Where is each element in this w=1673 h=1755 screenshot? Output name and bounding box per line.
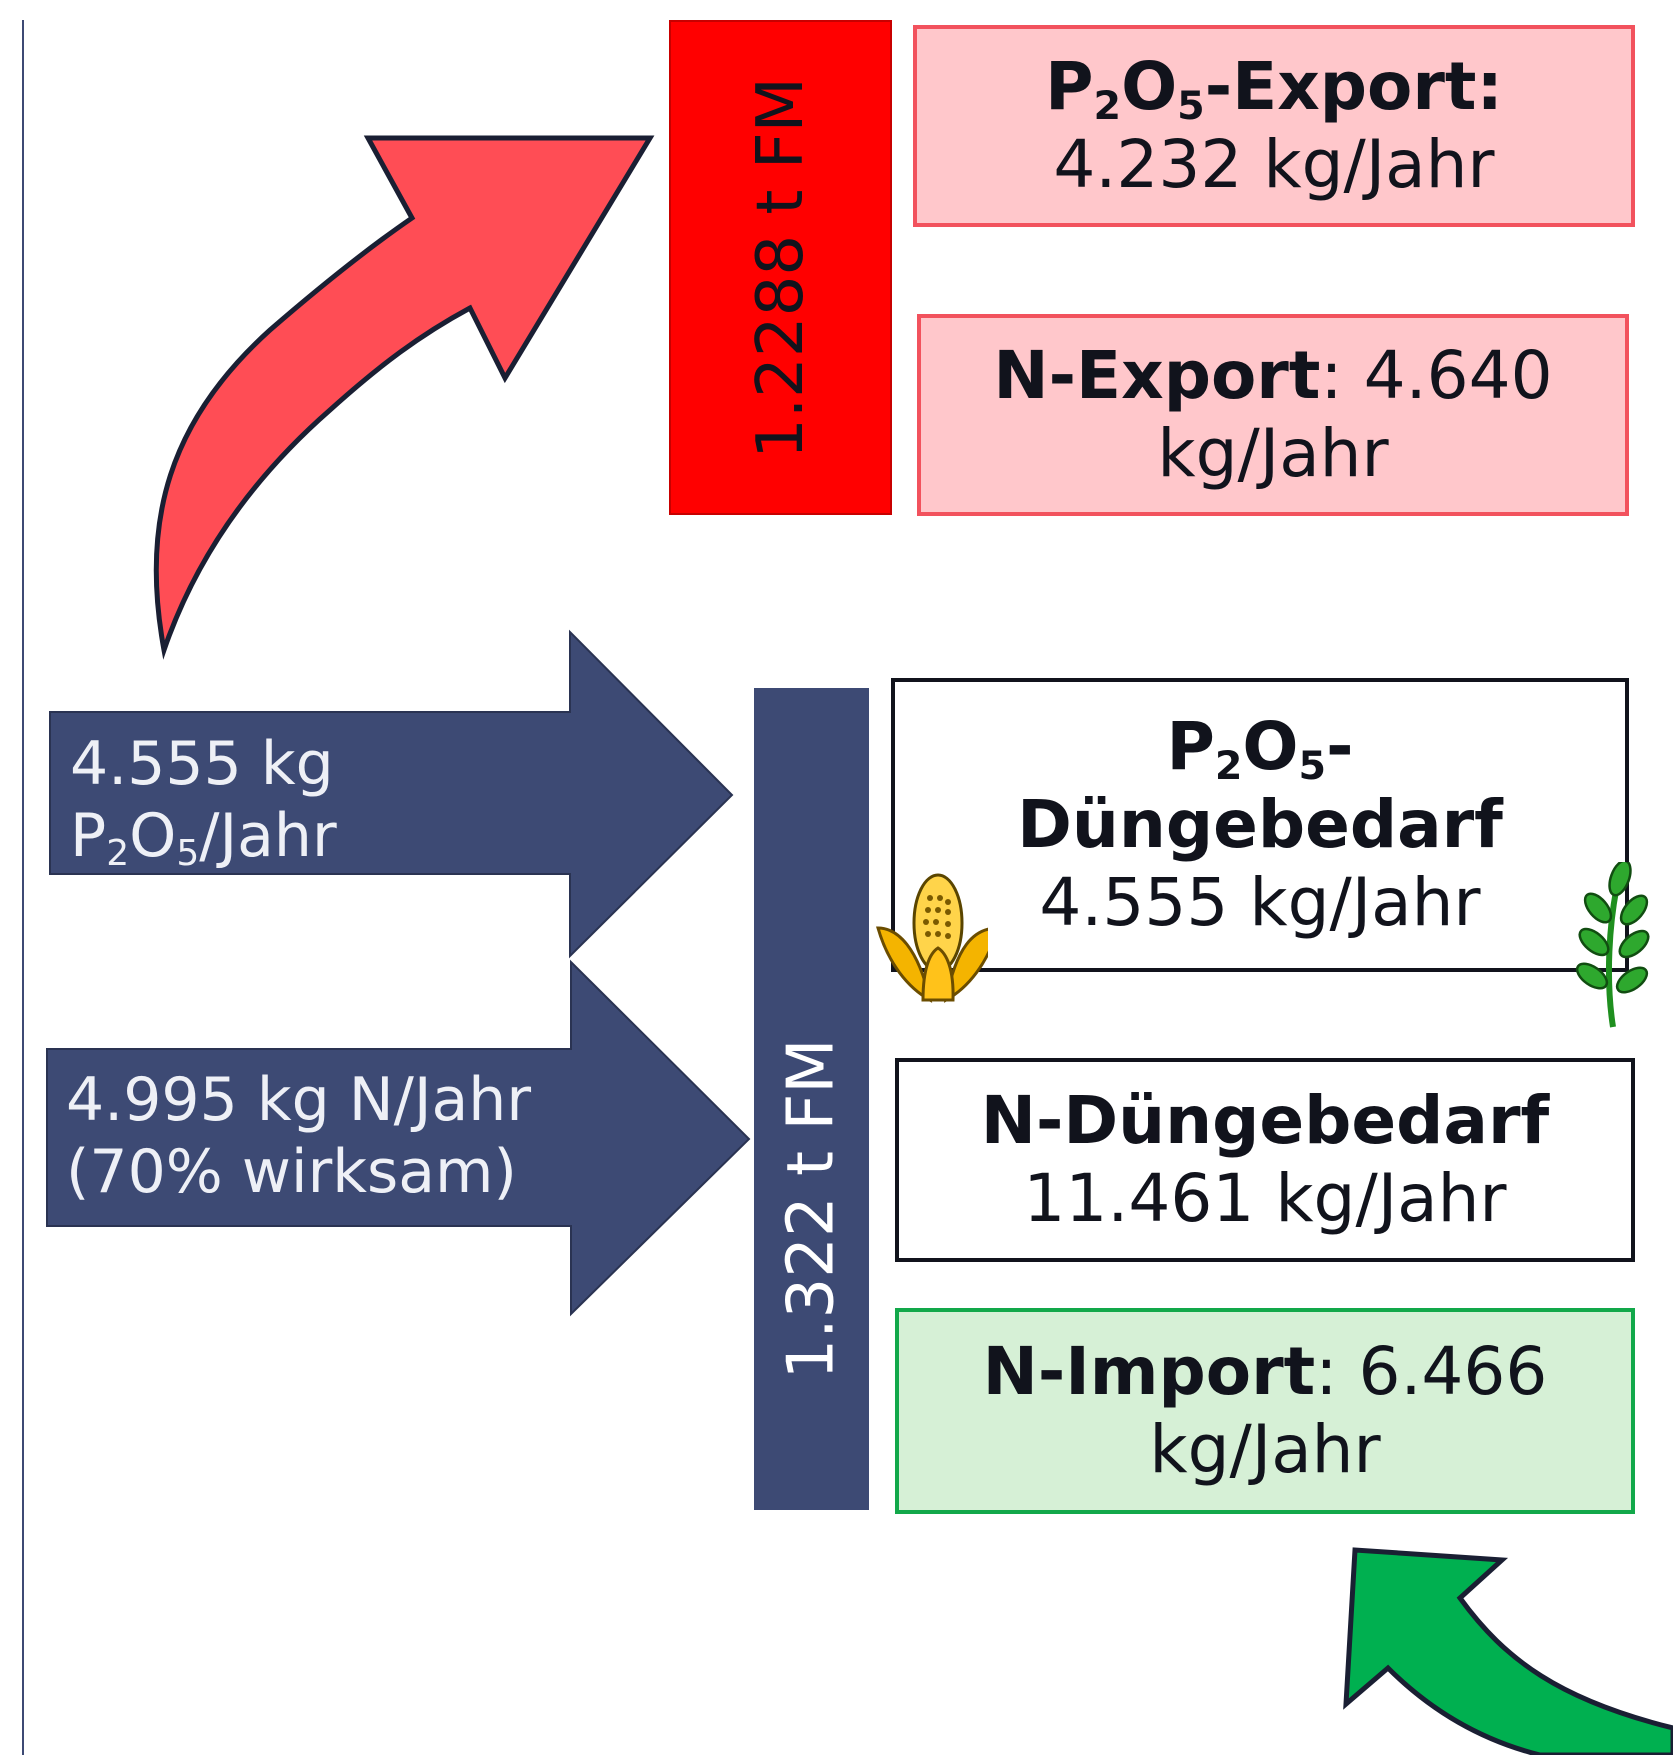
n-export-box: N-Export: 4.640 kg/Jahr [917, 314, 1629, 516]
p2o5-demand-value: 4.555 kg/Jahr [1039, 863, 1481, 941]
p2o5-export-title: P2O5-Export: [1045, 48, 1503, 130]
p2o5-input-line1: 4.555 kg [70, 729, 334, 799]
n-demand-title: N-Düngebedarf [980, 1082, 1550, 1160]
wheat-icon [1575, 862, 1650, 1028]
n-input-line1: 4.995 kg N/Jahr [66, 1065, 531, 1135]
n-input-label: 4.995 kg N/Jahr (70% wirksam) [66, 1064, 531, 1208]
n-export-value: : 4.640 [1320, 337, 1553, 415]
n-import-line1: N-Import: 6.466 [983, 1333, 1548, 1411]
n-import-title: N-Import [982, 1333, 1316, 1411]
p2o5-input-label: 4.555 kg P2O5/Jahr [70, 728, 337, 872]
n-input-arrow [46, 959, 751, 1317]
p2o5-input-line2: P2O5/Jahr [70, 801, 337, 874]
n-export-unit: kg/Jahr [1157, 415, 1389, 492]
n-import-unit: kg/Jahr [1149, 1411, 1381, 1488]
corn-icon [876, 873, 988, 1003]
p2o5-demand-box: P2O5- Düngebedarf 4.555 kg/Jahr [891, 678, 1629, 972]
n-export-title: N-Export [993, 337, 1321, 415]
p2o5-export-value: 4.232 kg/Jahr [1053, 126, 1495, 203]
p2o5-demand-title: P2O5- [1166, 708, 1354, 790]
import-fm-bar: 1.322 t FM [754, 688, 869, 1510]
n-export-line1: N-Export: 4.640 [993, 337, 1552, 415]
p2o5-export-box: P2O5-Export: 4.232 kg/Jahr [913, 25, 1635, 227]
n-input-line2: (70% wirksam) [66, 1137, 517, 1207]
n-import-value: : 6.466 [1315, 1333, 1548, 1411]
export-fm-bar: 1.2288 t FM [669, 20, 892, 515]
import-fm-label: 1.322 t FM [774, 1038, 849, 1380]
n-demand-value: 11.461 kg/Jahr [1023, 1160, 1507, 1237]
p2o5-input-arrow [49, 629, 734, 959]
left-divider-line [22, 20, 24, 1755]
p2o5-demand-title-line2: Düngebedarf [1017, 786, 1503, 864]
n-demand-box: N-Düngebedarf 11.461 kg/Jahr [895, 1058, 1635, 1262]
export-curved-arrow [153, 135, 655, 660]
n-import-box: N-Import: 6.466 kg/Jahr [895, 1308, 1635, 1514]
